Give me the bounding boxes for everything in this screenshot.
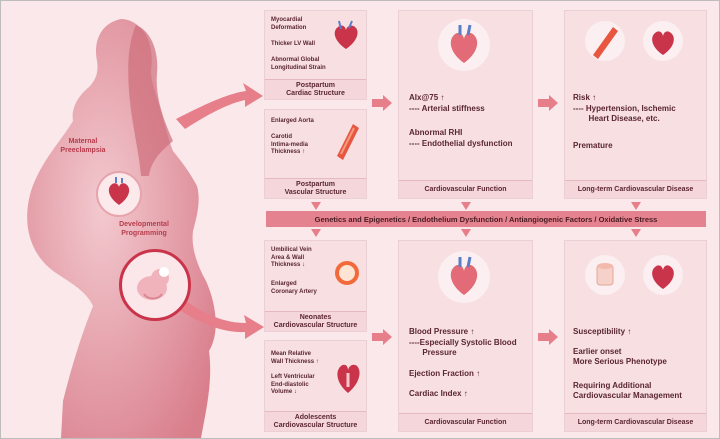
heart-icon: [652, 31, 674, 55]
mechanism-band: Genetics and Epigenetics / Endothelium D…: [266, 211, 706, 227]
neonate-item-1: Umbilical Vein Area & Wall Thickness ↓: [271, 247, 312, 268]
arterial-stiffness-line: ---- Arterial stiffness: [409, 104, 485, 113]
maternal-heart-badge: [96, 171, 142, 217]
blood-pressure-line: Blood Pressure ↑: [409, 327, 475, 336]
top-cardiovascular-function-panel: AIx@75 ↑ ---- Arterial stiffness Abnorma…: [398, 10, 533, 199]
artery-badge: [585, 21, 625, 61]
vessel-icon: [596, 263, 614, 286]
heart-badge: [643, 255, 683, 295]
developmental-programming-label: Developmental Programming: [119, 221, 169, 237]
neonates-footer: Neonates Cardiovascular Structure: [265, 311, 366, 331]
vascular-item-2: Carotid Intima-media Thickness ↑: [271, 134, 309, 155]
top-function-footer: Cardiovascular Function: [399, 180, 532, 198]
cardiac-item-2: Thicker LV Wall: [271, 41, 316, 47]
arrow-to-postpartum: [176, 83, 263, 129]
postpartum-vascular-structure-panel: Enlarged Aorta Carotid Intima-media Thic…: [264, 109, 367, 199]
cardiac-index-line: Cardiac Index ↑: [409, 389, 468, 398]
arrow-right-icon: [538, 329, 558, 345]
additional-management-line: Requiring Additional Cardiovascular Mana…: [573, 381, 682, 400]
postpartum-cardiac-structure-panel: Myocardial Deformation Thicker LV Wall A…: [264, 10, 367, 100]
silhouette-body: [27, 19, 216, 438]
vascular-item-1: Enlarged Aorta: [271, 118, 314, 124]
neonates-structure-panel: Umbilical Vein Area & Wall Thickness ↓ E…: [264, 240, 367, 332]
cardiac-item-3: Abnormal Global Longitudinal Strain: [271, 57, 326, 71]
earlier-onset-line: Earlier onset More Serious Phenotype: [573, 347, 667, 366]
arrow-down-icon: [631, 202, 641, 210]
vascular-structure-footer: Postpartum Vascular Structure: [265, 178, 366, 198]
arrow-down-icon: [631, 229, 641, 237]
adolescents-structure-panel: Mean Relative Wall Thickness ↑ Left Vent…: [264, 340, 367, 432]
fetus-icon: [137, 267, 169, 300]
endothelial-line: ---- Endothelial dysfunction: [409, 139, 513, 148]
cardiac-item-1: Myocardial Deformation: [271, 17, 307, 31]
arrow-down-icon: [311, 202, 321, 210]
vessel-section-badge: [585, 255, 625, 295]
arrow-to-offspring: [173, 296, 264, 339]
arrow-right-icon: [372, 95, 392, 111]
heart-section-icon: [337, 364, 360, 393]
heart-icon: [652, 265, 674, 289]
cardiac-structure-footer: Postpartum Cardiac Structure: [265, 79, 366, 99]
heart-icon: [108, 177, 130, 205]
neonate-item-2: Enlarged Coronary Artery: [271, 281, 317, 295]
arrow-down-icon: [461, 229, 471, 237]
ejection-fraction-line: Ejection Fraction ↑: [409, 369, 481, 378]
top-long-term-disease-panel: Risk ↑ ---- Hypertension, Ischemic Heart…: [564, 10, 707, 199]
arrow-right-icon: [372, 329, 392, 345]
heart-icon: [450, 256, 478, 295]
umbilical-vein-icon: [335, 261, 359, 285]
bottom-function-footer: Cardiovascular Function: [399, 413, 532, 431]
arrow-down-icon: [311, 229, 321, 237]
silhouette-hair: [128, 25, 173, 176]
aix-line: AIx@75 ↑: [409, 93, 445, 102]
heart-icon: [450, 24, 478, 63]
top-disease-footer: Long-term Cardiovascular Disease: [565, 180, 706, 198]
heart-illustration: [438, 19, 490, 71]
arrow-down-icon: [461, 202, 471, 210]
bottom-long-term-disease-panel: Susceptibility ↑ Earlier onset More Seri…: [564, 240, 707, 432]
artery-icon: [337, 124, 359, 160]
pregnant-woman-silhouette: [27, 19, 264, 438]
hypertension-line: ---- Hypertension, Ischemic Heart Diseas…: [573, 104, 676, 123]
adolescent-item-2: Left Ventricular End-diastolic Volume ↓: [271, 374, 315, 395]
premature-line: Premature: [573, 141, 613, 150]
abnormal-rhi-line: Abnormal RHI: [409, 128, 463, 137]
heart-badge: [643, 21, 683, 61]
artery-icon: [593, 27, 618, 59]
risk-line: Risk ↑: [573, 93, 597, 102]
adolescents-footer: Adolescents Cardiovascular Structure: [265, 411, 366, 431]
systolic-line: ----Especially Systolic Blood Pressure: [409, 338, 517, 357]
bottom-cardiovascular-function-panel: Blood Pressure ↑ ----Especially Systolic…: [398, 240, 533, 432]
bottom-disease-footer: Long-term Cardiovascular Disease: [565, 413, 706, 431]
adolescent-item-1: Mean Relative Wall Thickness ↑: [271, 351, 319, 365]
maternal-preeclampsia-label: Maternal Preeclampsia: [60, 138, 106, 154]
arrow-right-icon: [538, 95, 558, 111]
heart-icon: [334, 20, 358, 49]
fetus-badge: [119, 249, 191, 321]
heart-illustration: [438, 251, 490, 303]
susceptibility-line: Susceptibility ↑: [573, 327, 632, 336]
